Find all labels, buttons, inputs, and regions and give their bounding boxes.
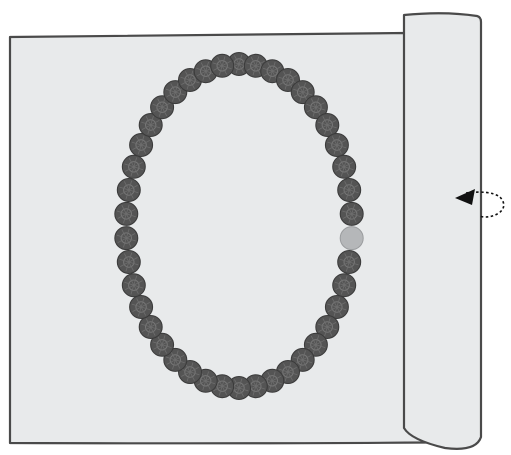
bead	[117, 251, 140, 274]
bead	[139, 316, 162, 339]
bead	[333, 155, 356, 178]
sheet-curled-edge	[404, 13, 481, 449]
bead	[130, 296, 153, 319]
bead	[122, 155, 145, 178]
bead	[316, 114, 339, 137]
highlighted-bead	[340, 227, 363, 250]
bead	[211, 54, 234, 77]
bead	[325, 296, 348, 319]
bead	[130, 134, 153, 157]
bead	[340, 202, 363, 225]
bead	[122, 274, 145, 297]
bead	[115, 202, 138, 225]
bead	[338, 179, 361, 202]
bead	[338, 251, 361, 274]
bead	[117, 179, 140, 202]
bead	[333, 274, 356, 297]
highlighted-bead-circle	[340, 227, 363, 250]
bead	[115, 227, 138, 250]
bead	[325, 134, 348, 157]
